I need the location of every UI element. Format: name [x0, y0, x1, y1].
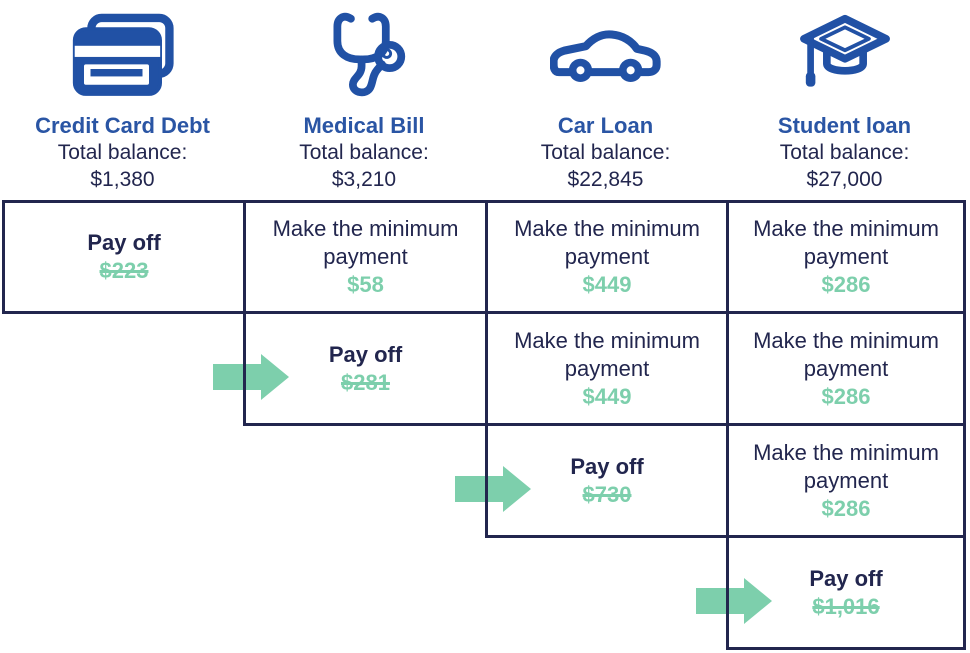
arrow-right-icon	[213, 354, 289, 400]
amount-label: $286	[821, 383, 871, 409]
action-label: Make the minimum payment	[272, 216, 459, 269]
debt-column-credit-card: Credit Card Debt Total balance: $1,380	[2, 8, 243, 193]
amount-label: $449	[582, 383, 632, 409]
action-label: Make the minimum payment	[753, 439, 939, 493]
debt-title: Credit Card Debt	[35, 113, 210, 138]
plan-cell-minimum: Make the minimum payment $286	[726, 311, 966, 426]
debt-title: Student loan	[777, 113, 912, 138]
car-icon	[485, 8, 726, 104]
action-label: Pay off	[570, 453, 644, 479]
plan-cell-minimum: Make the minimum payment $449	[485, 311, 729, 426]
debt-title: Car Loan	[557, 113, 654, 138]
amount-label: $286	[821, 495, 871, 521]
action-label: Make the minimum payment	[753, 216, 939, 269]
plan-cell-payoff: Pay off $281	[243, 311, 488, 426]
plan-cell-minimum: Make the minimum payment $58	[243, 200, 488, 314]
amount-label: $286	[821, 272, 871, 297]
amount-label: $730	[582, 481, 632, 507]
plan-cell-payoff: Pay off $1,016	[726, 535, 966, 650]
amount-label: $449	[582, 272, 632, 297]
amount-label: $1,016	[812, 593, 880, 619]
graduation-cap-icon	[726, 8, 963, 104]
action-label: Make the minimum payment	[514, 216, 700, 269]
balance-amount: $3,210	[331, 168, 397, 191]
balance-label: Total balance:	[779, 141, 910, 164]
plan-cell-minimum: Make the minimum payment $286	[726, 423, 966, 538]
credit-card-icon	[2, 8, 243, 104]
balance-label: Total balance:	[299, 141, 429, 164]
arrow-right-icon	[455, 466, 531, 512]
action-label: Pay off	[87, 230, 161, 255]
plan-cell-minimum: Make the minimum payment $286	[726, 200, 966, 314]
action-label: Make the minimum payment	[753, 327, 939, 381]
arrow-right-icon	[696, 578, 772, 624]
plan-cell-minimum: Make the minimum payment $449	[485, 200, 729, 314]
balance-label: Total balance:	[57, 141, 188, 164]
stethoscope-icon	[243, 8, 485, 104]
balance-amount: $1,380	[90, 168, 155, 191]
plan-cell-payoff: Pay off $730	[485, 423, 729, 538]
amount-label: $58	[347, 272, 384, 297]
balance-amount: $27,000	[806, 168, 883, 191]
action-label: Pay off	[328, 341, 403, 367]
plan-cell-payoff: Pay off $223	[2, 200, 246, 314]
amount-label: $223	[99, 258, 149, 283]
debt-column-car-loan: Car Loan Total balance: $22,845	[485, 8, 726, 193]
action-label: Make the minimum payment	[514, 327, 700, 381]
debt-column-medical-bill: Medical Bill Total balance: $3,210	[243, 8, 485, 193]
balance-label: Total balance:	[540, 141, 671, 164]
balance-amount: $22,845	[567, 168, 644, 191]
debt-title: Medical Bill	[303, 113, 425, 138]
debt-column-student-loan: Student loan Total balance: $27,000	[726, 8, 963, 193]
action-label: Pay off	[809, 565, 883, 591]
amount-label: $281	[341, 369, 390, 395]
